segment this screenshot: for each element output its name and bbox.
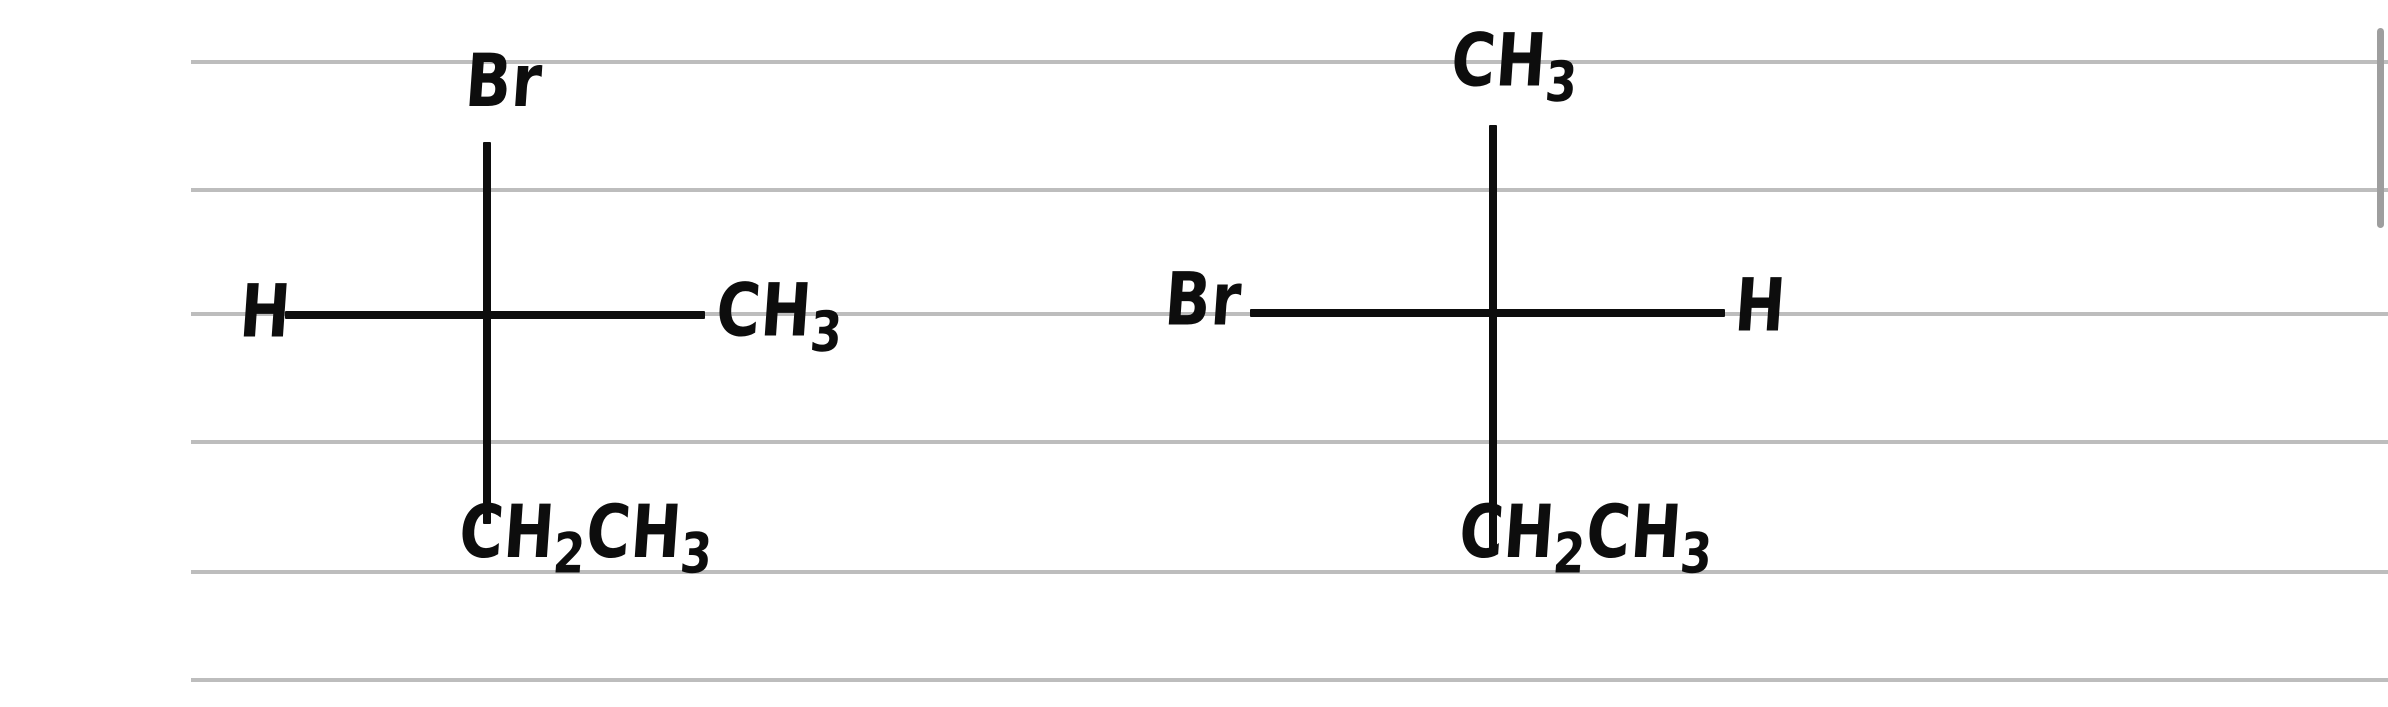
ruled-line xyxy=(191,440,2388,444)
atom-label-right-h: H xyxy=(1732,263,1789,348)
atom-label-bottom-ch2ch3: CH2CH3 xyxy=(1456,490,1716,586)
scrollbar-thumb[interactable] xyxy=(2377,28,2384,228)
atom-label-text: H xyxy=(1732,263,1789,349)
atom-label-subscript: 3 xyxy=(1542,49,1580,115)
atom-label-top-ch3: CH3 xyxy=(1448,18,1581,114)
vertical-bond xyxy=(483,142,491,524)
horizontal-bond xyxy=(285,311,705,319)
vertical-bond xyxy=(1489,125,1497,550)
atom-label-left-br: Br xyxy=(1162,257,1244,342)
scrollbar-track[interactable] xyxy=(2374,0,2388,707)
ruled-line xyxy=(191,188,2388,192)
atom-label-subscript: 2 xyxy=(1550,521,1588,586)
atom-label-text: CH xyxy=(1456,489,1558,576)
ruled-line xyxy=(191,678,2388,682)
ruled-line xyxy=(191,60,2388,64)
atom-label-subscript: 3 xyxy=(1677,521,1715,586)
atom-label-text: CH xyxy=(1448,18,1550,104)
fischer-projection-left: Br H CH3 CH2CH3 xyxy=(0,0,1000,707)
atom-label-text: Br xyxy=(1162,257,1245,343)
atom-label-text: CH xyxy=(1583,489,1685,576)
horizontal-bond xyxy=(1250,309,1725,317)
ruled-line xyxy=(191,570,2388,574)
